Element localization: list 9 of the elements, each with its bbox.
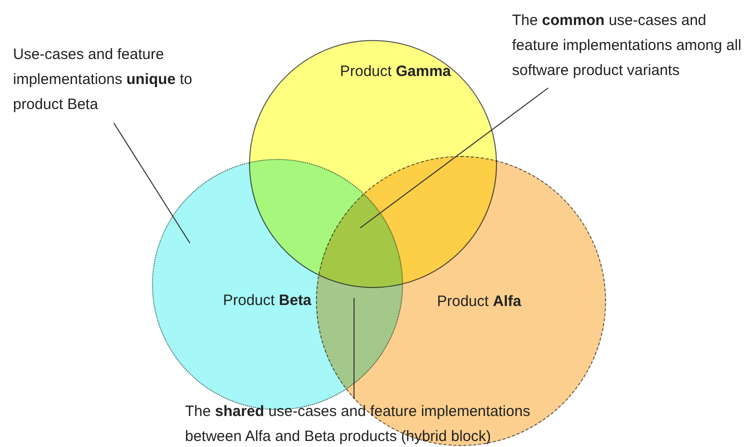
leader-line (360, 88, 549, 228)
circle-label: Product Beta (223, 292, 312, 309)
callout-text: Use-cases and feature implementations unique to product Beta (13, 42, 223, 117)
circle-label: Product Gamma (340, 63, 451, 80)
callout-text: The shared use-cases and feature implementations between Alfa and Beta products (hybrid block) (185, 399, 585, 447)
callout-text: The common use-cases and feature implementations among all software product variants (512, 8, 748, 83)
leader-line (354, 298, 355, 400)
leader-line (113, 122, 190, 244)
circle-label: Product Alfa (437, 293, 522, 310)
